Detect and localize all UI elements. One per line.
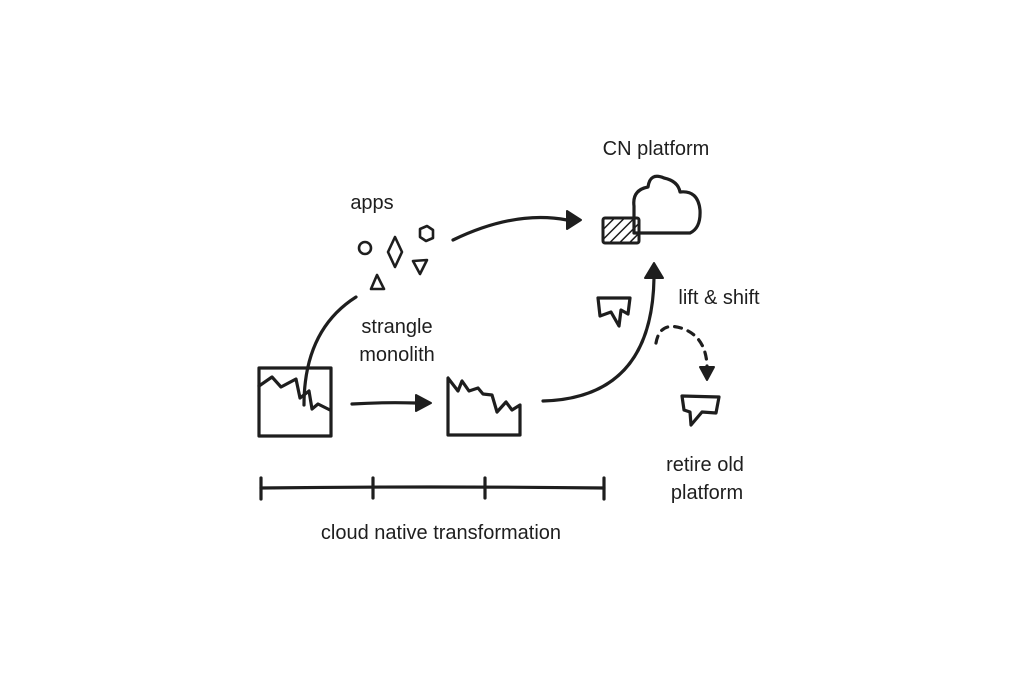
legacy-piece-icon xyxy=(596,296,632,328)
app-triangle-up-icon xyxy=(369,273,386,291)
timeline-bar xyxy=(259,476,606,501)
apps-to-platform-arrow xyxy=(451,210,582,242)
app-circle-icon xyxy=(357,240,373,256)
old-platform-icon xyxy=(680,394,721,427)
cn-platform-label: CN platform xyxy=(603,138,710,160)
timeline-label: cloud native transformation xyxy=(321,522,561,544)
retire-label-line2: platform xyxy=(671,482,743,504)
app-octagon-icon xyxy=(418,224,435,243)
retire-dashed-arrow xyxy=(654,324,715,381)
monolith-to-shrunk-arrow xyxy=(350,394,432,412)
shrunk-to-platform-arrow xyxy=(541,262,664,403)
shrunken-monolith-icon xyxy=(446,376,522,437)
retire-label-line1: retire old xyxy=(666,454,744,476)
lift-shift-label: lift & shift xyxy=(678,287,760,309)
app-triangle-down-icon xyxy=(411,258,429,276)
app-diamond-icon xyxy=(386,235,404,269)
monolith-icon xyxy=(257,366,333,438)
cn-platform-cloud-icon xyxy=(601,174,702,245)
strangle-arc xyxy=(302,295,358,407)
apps-shapes-icon xyxy=(357,224,435,291)
strangle-label-line1: strangle xyxy=(361,316,432,338)
strangle-label-line2: monolith xyxy=(359,344,435,366)
apps-label: apps xyxy=(350,192,393,214)
